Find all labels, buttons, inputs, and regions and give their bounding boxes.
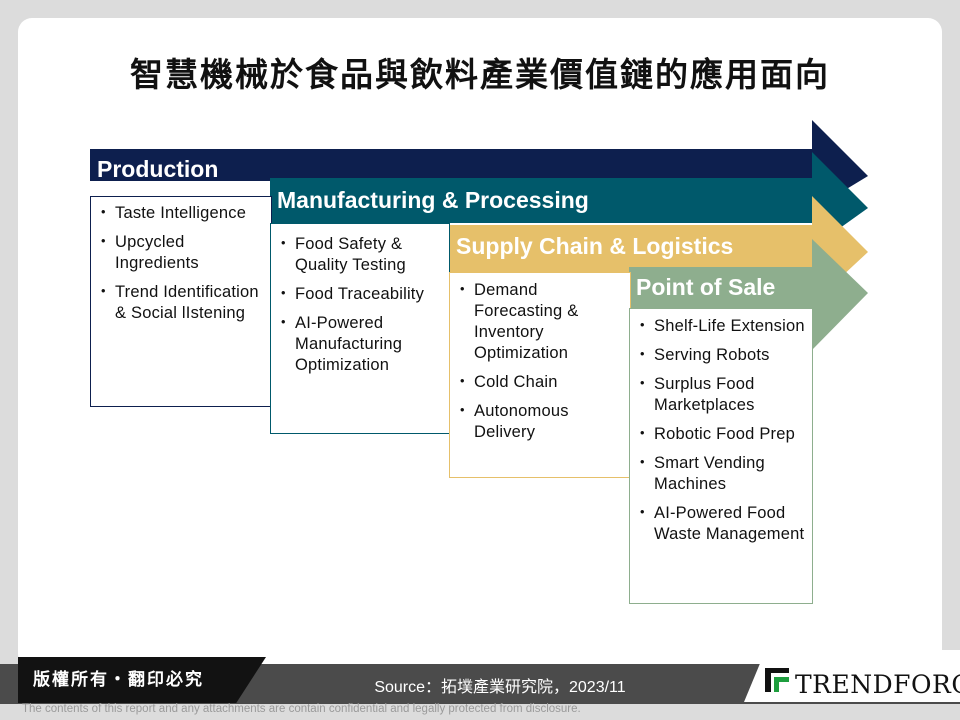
- list-item: Surplus Food Marketplaces: [634, 374, 808, 416]
- logo-word-force: FORCE: [893, 670, 960, 699]
- list-item: Cold Chain: [454, 372, 626, 393]
- supply-chain-box: Demand Forecasting & Inventory Optimizat…: [449, 272, 631, 478]
- list-item: AI-Powered Manufacturing Optimization: [275, 313, 445, 376]
- logo-word-trend: TREND: [795, 670, 894, 699]
- list-item: Upcycled Ingredients: [95, 232, 267, 274]
- trendforce-logo-icon: [765, 668, 789, 692]
- supply-chain-label: Supply Chain & Logistics: [456, 233, 734, 259]
- supply-chain-list: Demand Forecasting & Inventory Optimizat…: [450, 273, 630, 443]
- point-of-sale-label: Point of Sale: [636, 274, 776, 300]
- list-item: Demand Forecasting & Inventory Optimizat…: [454, 280, 626, 364]
- source-citation: Source：拓墣產業研究院，2023/11: [374, 679, 626, 696]
- point-of-sale-arrow: [629, 239, 868, 350]
- manufacturing-box: Food Safety & Quality Testing Food Trace…: [270, 223, 450, 434]
- list-item: Robotic Food Prep: [634, 424, 808, 445]
- manufacturing-label: Manufacturing & Processing: [277, 187, 589, 213]
- list-item: Serving Robots: [634, 345, 808, 366]
- list-item: Taste Intelligence: [95, 203, 267, 224]
- slide-title: 智慧機械於食品與飲料產業價值鏈的應用面向: [130, 55, 830, 94]
- supply-chain-arrow: [449, 196, 868, 304]
- list-item: Food Traceability: [275, 284, 445, 305]
- manufacturing-list: Food Safety & Quality Testing Food Trace…: [271, 224, 449, 376]
- list-item: Food Safety & Quality Testing: [275, 234, 445, 276]
- production-label: Production: [97, 156, 219, 182]
- manufacturing-arrow: [270, 152, 868, 248]
- list-item: Trend Identification & Social lIstening: [95, 282, 267, 324]
- production-box: Taste Intelligence Upcycled Ingredients …: [90, 196, 272, 407]
- production-list: Taste Intelligence Upcycled Ingredients …: [91, 197, 271, 324]
- disclaimer-text: The contents of this report and any atta…: [22, 703, 581, 715]
- list-item: Smart Vending Machines: [634, 453, 808, 495]
- point-of-sale-box: Shelf-Life Extension Serving Robots Surp…: [629, 308, 813, 604]
- footer-logo-panel: [744, 650, 960, 702]
- list-item: Autonomous Delivery: [454, 401, 626, 443]
- list-item: AI-Powered Food Waste Management: [634, 503, 808, 545]
- production-arrow: [90, 120, 868, 210]
- copyright-notice: 版權所有・翻印必究: [18, 657, 266, 703]
- list-item: Shelf-Life Extension: [634, 316, 808, 337]
- trendforce-logo: TRENDFORCE: [795, 670, 960, 699]
- point-of-sale-list: Shelf-Life Extension Serving Robots Surp…: [630, 309, 812, 545]
